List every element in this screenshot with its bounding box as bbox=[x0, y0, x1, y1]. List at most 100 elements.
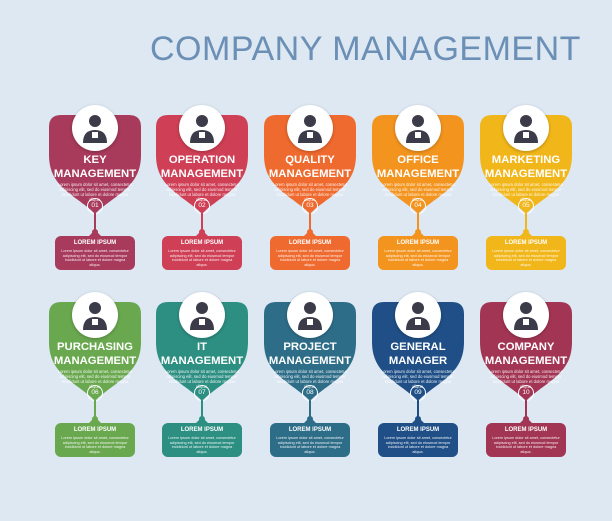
card-shape bbox=[49, 302, 141, 401]
icon-badge bbox=[395, 105, 441, 151]
card-title-line1: COMPANY bbox=[497, 341, 555, 353]
connector-line bbox=[417, 400, 419, 418]
connector-line bbox=[94, 213, 96, 231]
card-title: COMPANY MANAGEMENT bbox=[480, 340, 572, 368]
card-title: OPERATION MANAGEMENT bbox=[156, 153, 248, 181]
card-06: PURCHASING MANAGEMENT Lorem ipsum dolor … bbox=[49, 292, 141, 401]
card-title-line1: QUALITY bbox=[285, 154, 335, 166]
lorem-box-text: Lorem ipsum dolor sit amet, consectetur … bbox=[492, 249, 560, 267]
lorem-box: LOREM IPSUM Lorem ipsum dolor sit amet, … bbox=[378, 417, 458, 457]
card-02: OPERATION MANAGEMENT Lorem ipsum dolor s… bbox=[156, 105, 248, 214]
lorem-box-title: LOREM IPSUM bbox=[504, 240, 548, 246]
lorem-box: LOREM IPSUM Lorem ipsum dolor sit amet, … bbox=[162, 417, 242, 457]
icon-badge bbox=[72, 105, 118, 151]
card-08: PROJECT MANAGEMENT Lorem ipsum dolor sit… bbox=[264, 292, 356, 401]
lorem-box-pointer bbox=[196, 417, 208, 423]
lorem-box: LOREM IPSUM Lorem ipsum dolor sit amet, … bbox=[486, 417, 566, 457]
card-05: MARKETING MANAGEMENT Lorem ipsum dolor s… bbox=[480, 105, 572, 214]
lorem-box-pointer bbox=[89, 230, 101, 236]
lorem-box-text: Lorem ipsum dolor sit amet, consectetur … bbox=[276, 249, 344, 267]
card-title-line1: PURCHASING bbox=[57, 341, 133, 353]
card-09: GENERAL MANAGER Lorem ipsum dolor sit am… bbox=[372, 292, 464, 401]
connector-line bbox=[94, 400, 96, 418]
card-shape bbox=[264, 115, 356, 214]
card-shape bbox=[156, 302, 248, 401]
connector-line bbox=[525, 213, 527, 231]
lorem-box-title: LOREM IPSUM bbox=[180, 427, 224, 433]
lorem-box-title: LOREM IPSUM bbox=[180, 240, 224, 246]
card-shape bbox=[480, 115, 572, 214]
icon-badge bbox=[395, 292, 441, 338]
card-10: COMPANY MANAGEMENT Lorem ipsum dolor sit… bbox=[480, 292, 572, 401]
connector-line bbox=[201, 400, 203, 418]
card-title-line1: OPERATION bbox=[168, 154, 236, 166]
card-number: 10 bbox=[518, 385, 534, 401]
lorem-box: LOREM IPSUM Lorem ipsum dolor sit amet, … bbox=[162, 230, 242, 270]
lorem-box-title: LOREM IPSUM bbox=[396, 240, 440, 246]
connector-line bbox=[525, 400, 527, 418]
card-number: 08 bbox=[302, 385, 318, 401]
card-title-line1: MARKETING bbox=[491, 154, 561, 166]
card-shape bbox=[480, 302, 572, 401]
card-number: 09 bbox=[410, 385, 426, 401]
lorem-box: LOREM IPSUM Lorem ipsum dolor sit amet, … bbox=[270, 417, 350, 457]
card-07: IT MANAGEMENT Lorem ipsum dolor sit amet… bbox=[156, 292, 248, 401]
page-title: COMPANY MANAGEMENT bbox=[150, 30, 581, 68]
card-title: PURCHASING MANAGEMENT bbox=[49, 340, 141, 368]
connector-line bbox=[201, 213, 203, 231]
card-title-line2: MANAGEMENT bbox=[53, 355, 137, 367]
lorem-box-pointer bbox=[304, 230, 316, 236]
card-title-line2: MANAGEMENT bbox=[268, 355, 352, 367]
lorem-box-text: Lorem ipsum dolor sit amet, consectetur … bbox=[61, 436, 129, 454]
lorem-box-pointer bbox=[412, 417, 424, 423]
lorem-box-pointer bbox=[89, 417, 101, 423]
card-title: MARKETING MANAGEMENT bbox=[480, 153, 572, 181]
card-shape bbox=[372, 302, 464, 401]
lorem-box-pointer bbox=[412, 230, 424, 236]
card-title-line2: MANAGEMENT bbox=[268, 168, 352, 180]
lorem-box-title: LOREM IPSUM bbox=[396, 427, 440, 433]
lorem-box: LOREM IPSUM Lorem ipsum dolor sit amet, … bbox=[55, 230, 135, 270]
lorem-box-pointer bbox=[196, 230, 208, 236]
lorem-box-text: Lorem ipsum dolor sit amet, consectetur … bbox=[61, 249, 129, 267]
lorem-box-text: Lorem ipsum dolor sit amet, consectetur … bbox=[384, 436, 452, 454]
card-title: PROJECT MANAGEMENT bbox=[264, 340, 356, 368]
lorem-box-pointer bbox=[520, 230, 532, 236]
connector-line bbox=[309, 213, 311, 231]
lorem-box-text: Lorem ipsum dolor sit amet, consectetur … bbox=[384, 249, 452, 267]
icon-badge bbox=[179, 292, 225, 338]
card-shape bbox=[156, 115, 248, 214]
card-01: KEY MANAGEMENT Lorem ipsum dolor sit ame… bbox=[49, 105, 141, 214]
card-shape bbox=[49, 115, 141, 214]
card-title-line1: GENERAL bbox=[390, 341, 446, 353]
icon-badge bbox=[287, 292, 333, 338]
card-title-line2: MANAGEMENT bbox=[484, 168, 568, 180]
card-title-line2: MANAGER bbox=[388, 355, 448, 367]
lorem-box-text: Lorem ipsum dolor sit amet, consectetur … bbox=[492, 436, 560, 454]
card-title-line1: IT bbox=[196, 341, 208, 353]
lorem-box: LOREM IPSUM Lorem ipsum dolor sit amet, … bbox=[270, 230, 350, 270]
lorem-box-title: LOREM IPSUM bbox=[288, 427, 332, 433]
lorem-box-title: LOREM IPSUM bbox=[73, 240, 117, 246]
card-title-line2: MANAGEMENT bbox=[484, 355, 568, 367]
card-title-line1: PROJECT bbox=[283, 341, 337, 353]
card-title-line1: OFFICE bbox=[397, 154, 439, 166]
icon-badge bbox=[503, 105, 549, 151]
card-title-line2: MANAGEMENT bbox=[53, 168, 137, 180]
lorem-box-text: Lorem ipsum dolor sit amet, consectetur … bbox=[276, 436, 344, 454]
icon-badge bbox=[179, 105, 225, 151]
card-title-line2: MANAGEMENT bbox=[160, 355, 244, 367]
card-number: 07 bbox=[194, 385, 210, 401]
card-number: 05 bbox=[518, 198, 534, 214]
card-04: OFFICE MANAGEMENT Lorem ipsum dolor sit … bbox=[372, 105, 464, 214]
card-number: 03 bbox=[302, 198, 318, 214]
card-shape bbox=[372, 115, 464, 214]
card-title: IT MANAGEMENT bbox=[156, 340, 248, 368]
icon-badge bbox=[72, 292, 118, 338]
card-shape bbox=[264, 302, 356, 401]
connector-line bbox=[417, 213, 419, 231]
card-number: 02 bbox=[194, 198, 210, 214]
lorem-box-text: Lorem ipsum dolor sit amet, consectetur … bbox=[168, 249, 236, 267]
connector-line bbox=[309, 400, 311, 418]
card-title: QUALITY MANAGEMENT bbox=[264, 153, 356, 181]
